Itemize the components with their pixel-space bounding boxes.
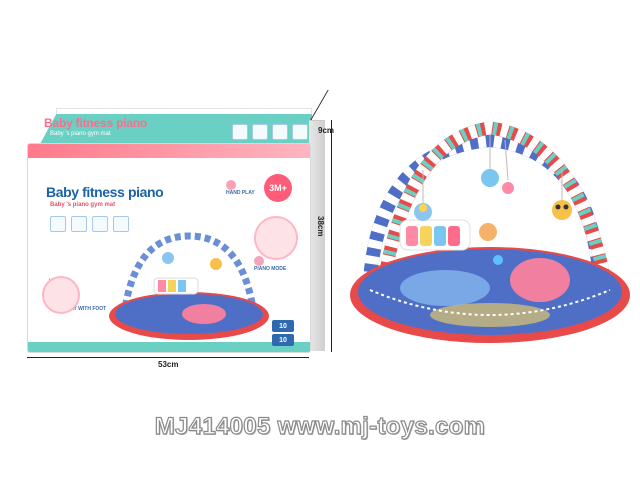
lid-logo-text: Baby fitness piano (44, 116, 148, 130)
watermark: MJ414005 www.mj-toys.com (154, 412, 486, 440)
feature-icon (292, 124, 308, 140)
feature-icon (92, 216, 108, 232)
age-badge: 3M+ (264, 174, 292, 202)
box-mat-illustration (109, 232, 269, 340)
dim-line-height (331, 120, 332, 352)
piano-key (420, 226, 432, 246)
hand-photo (254, 216, 298, 260)
box-side-panel (309, 120, 325, 351)
arch-back-stripe (363, 132, 607, 281)
lid-subtitle-text: Baby 's piano gym mat (50, 131, 111, 137)
playmat-photo (350, 121, 630, 343)
foot-photo (42, 276, 80, 314)
feature-icon (50, 216, 66, 232)
toy-bird (481, 169, 499, 187)
piano-key (448, 226, 460, 246)
toy-bear (479, 223, 497, 241)
arch-front-stripe (373, 121, 617, 311)
feature-icon (71, 216, 87, 232)
mat-elephant (510, 258, 570, 302)
dim-depth-label: 9cm (318, 126, 335, 135)
feature-piano-mode: PIANO MODE (254, 256, 286, 272)
box-subtitle: Baby 's piano gym mat (50, 202, 116, 208)
dim-height-label: 38cm (316, 216, 325, 237)
count-badge: 10 (272, 334, 294, 346)
front-feature-icons (50, 216, 129, 232)
box-teal-stripe (28, 342, 310, 352)
box-front-panel: Baby fitness piano Baby 's piano gym mat… (27, 143, 311, 353)
feature-icon (252, 124, 268, 140)
feature-icon (232, 124, 248, 140)
feature-icon (113, 216, 129, 232)
dim-width-label: 53cm (158, 360, 179, 369)
box-title: Baby fitness piano (46, 184, 164, 200)
piano-key (434, 226, 446, 246)
dim-line-depth (310, 90, 329, 120)
box-pink-stripe (28, 144, 310, 158)
feature-hand-play: HAND PLAY (226, 180, 255, 196)
dim-line-width (27, 357, 309, 358)
feature-icon (272, 124, 288, 140)
feature-dot-icon (254, 256, 264, 266)
lid-feature-icons (232, 124, 308, 140)
piano-key (406, 226, 418, 246)
count-badge: 10 (272, 320, 294, 332)
toy-rattle (502, 182, 514, 194)
feature-dot-icon (226, 180, 236, 190)
toy-owl (552, 200, 572, 220)
